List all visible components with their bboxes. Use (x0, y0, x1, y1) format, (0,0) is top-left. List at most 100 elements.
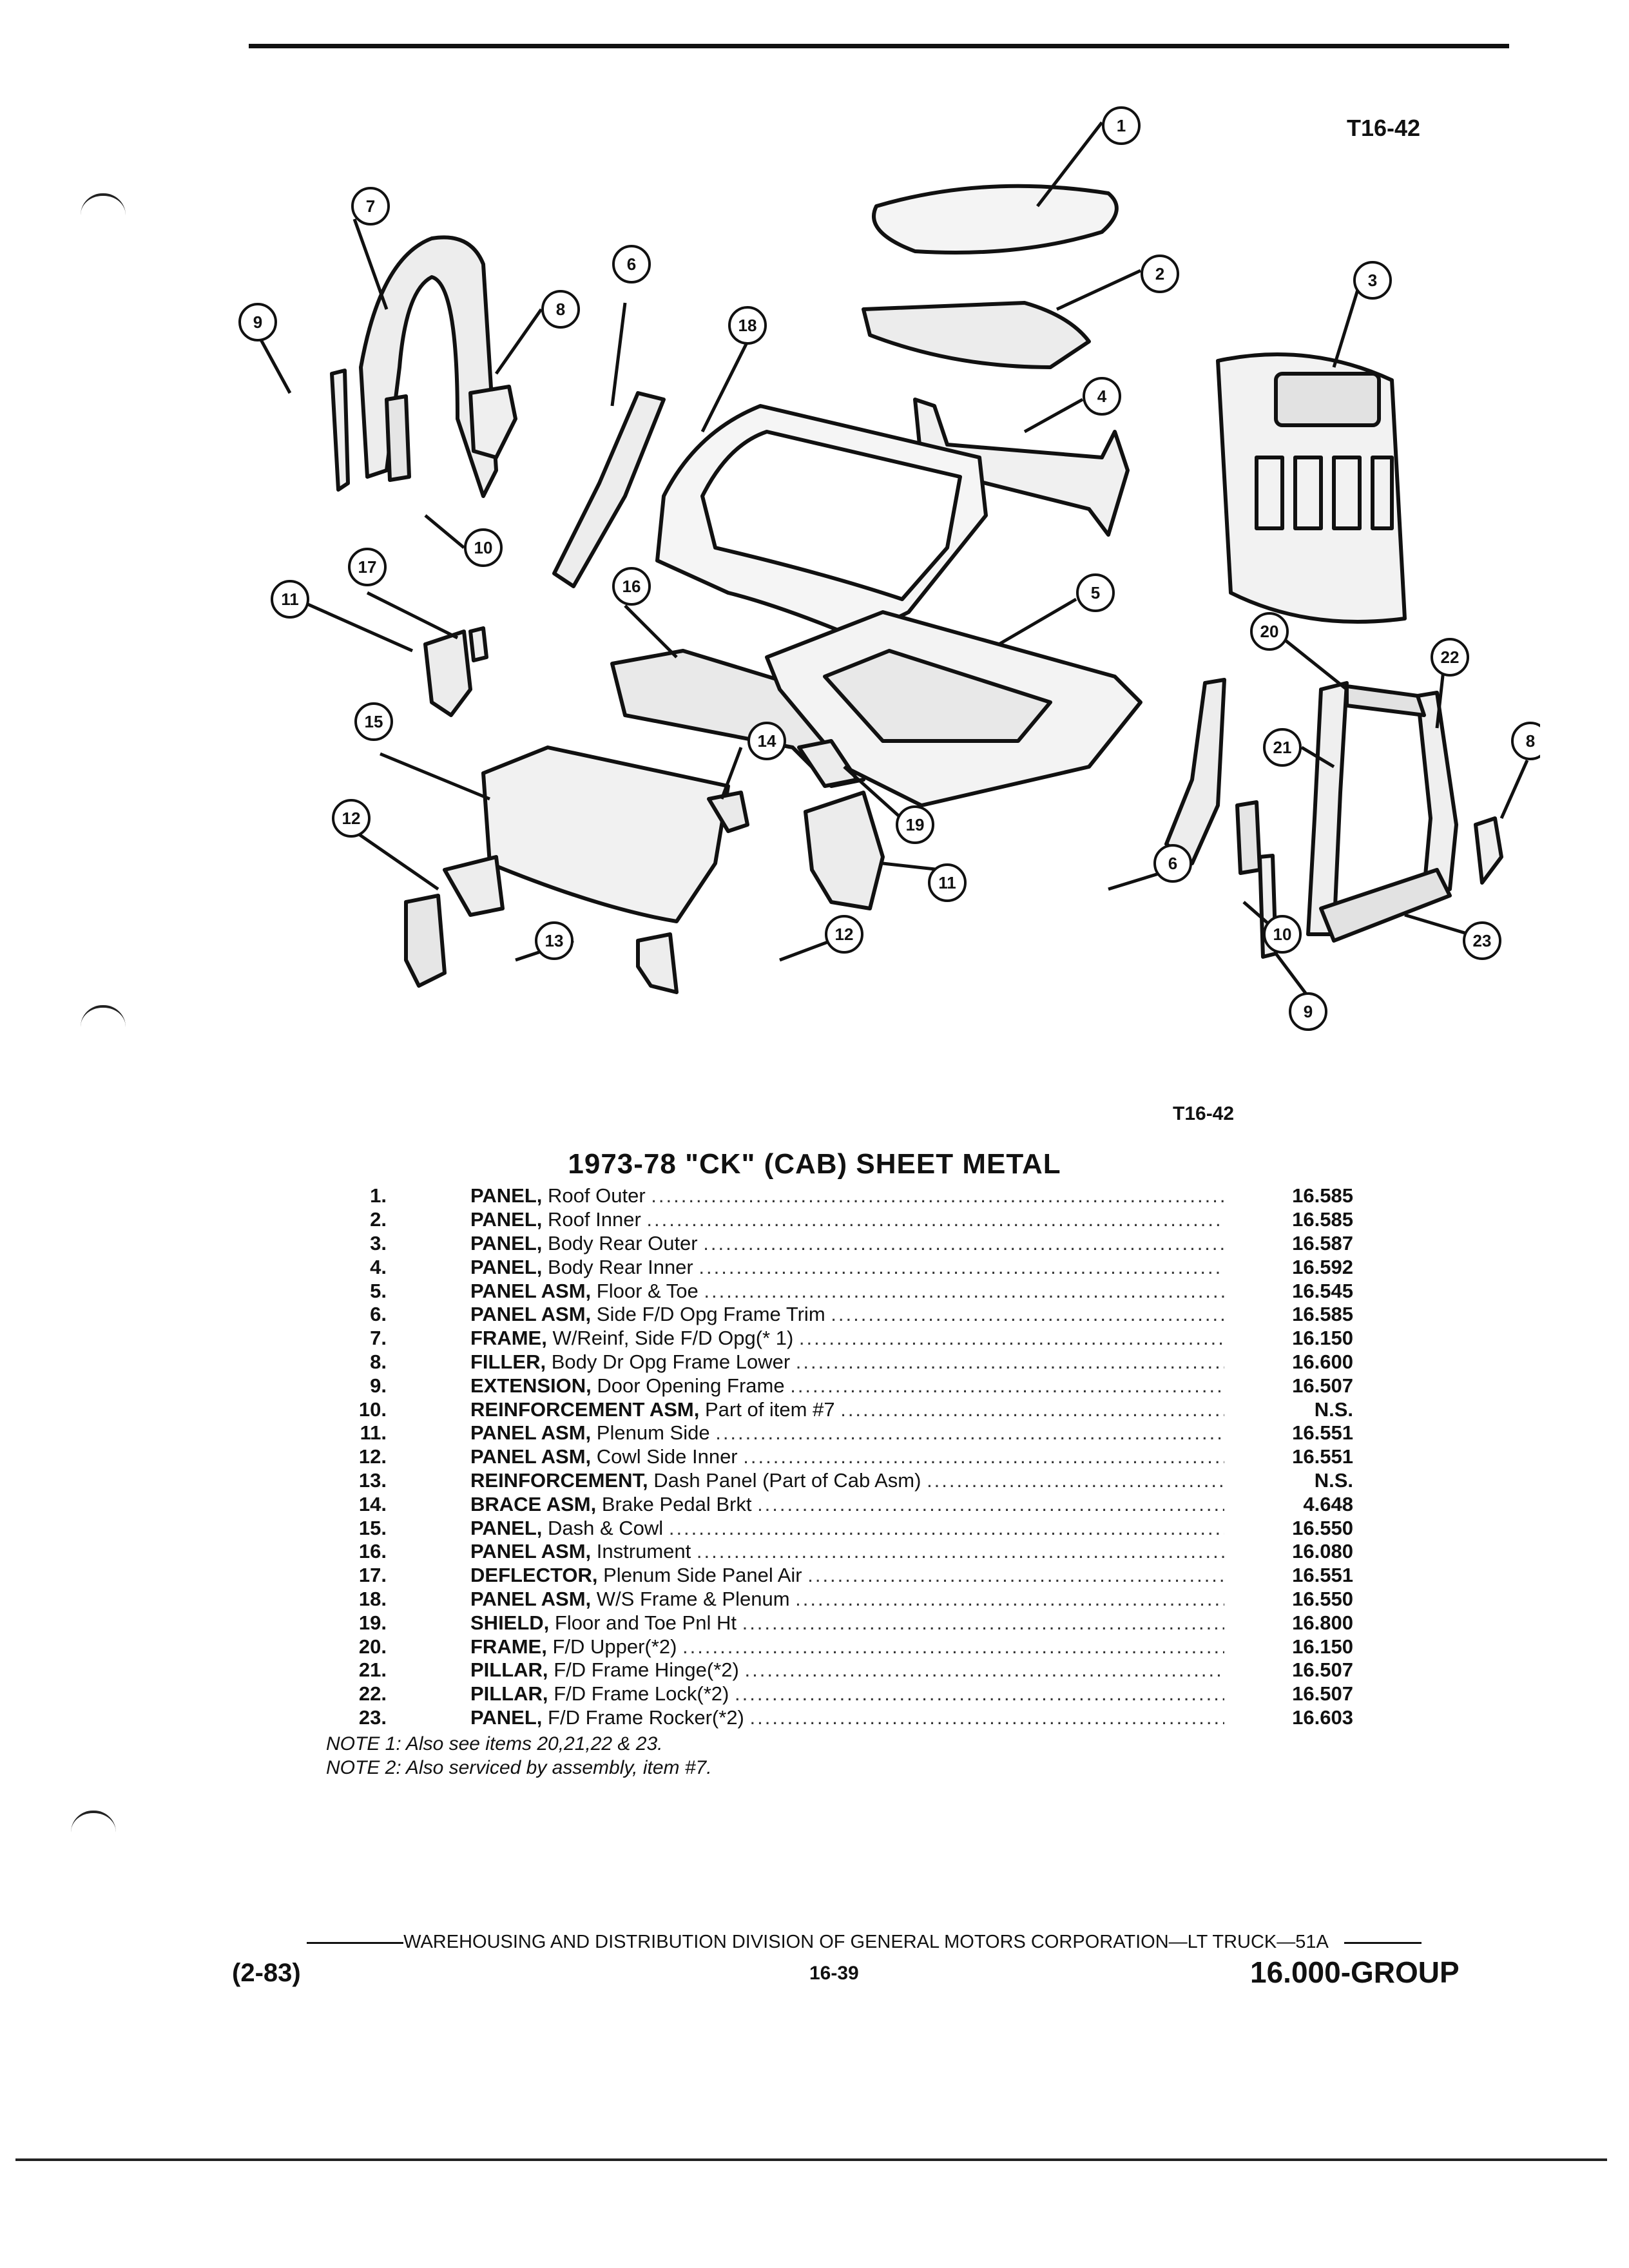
binder-hole-mark (81, 1005, 126, 1027)
part-row: 12. PANEL ASM, Cowl Side Inner ..........… (335, 1445, 1360, 1469)
part-detail: W/Reinf, Side F/D Opg(* 1) (552, 1327, 794, 1350)
part-description: FRAME, F/D Upper(*2) ...................… (470, 1635, 1224, 1658)
part-name: SHIELD, (470, 1611, 550, 1634)
part-description: REINFORCEMENT, Dash Panel (Part of Cab A… (470, 1469, 1224, 1492)
part-name: PANEL ASM, (470, 1421, 592, 1445)
part-number: 12. (358, 1445, 387, 1468)
part-reference: 16.080 (1292, 1540, 1353, 1563)
part-reference: 16.585 (1292, 1208, 1353, 1231)
part-detail: Roof Outer (548, 1184, 646, 1207)
svg-text:14: 14 (758, 731, 776, 751)
callout-19 (896, 805, 934, 844)
part-row: 8.FILLER, Body Dr Opg Frame Lower ......… (335, 1350, 1360, 1374)
part-name: DEFLECTOR, (470, 1564, 598, 1587)
callout-16 (612, 567, 651, 606)
part-reference: 16.550 (1292, 1587, 1353, 1610)
part-row: 23.PANEL, F/D Frame Rocker(*2) .........… (335, 1706, 1360, 1730)
part-description: PANEL, Roof Inner ......................… (470, 1208, 1224, 1231)
callout-6b (1153, 844, 1192, 883)
svg-text:21: 21 (1273, 738, 1292, 757)
part-number: 5. (370, 1279, 387, 1302)
svg-text:16: 16 (622, 577, 641, 596)
part-reference: 16.507 (1292, 1374, 1353, 1397)
svg-text:15: 15 (365, 712, 383, 731)
part-row: 21.PILLAR, F/D Frame Hinge(*2) .........… (335, 1658, 1360, 1682)
part-reference: 16.600 (1292, 1350, 1353, 1373)
svg-text:6: 6 (627, 255, 636, 274)
part-reinforcement-left (385, 394, 411, 482)
part-description: PILLAR, F/D Frame Lock(*2) .............… (470, 1682, 1224, 1706)
part-name: PANEL ASM, (470, 1445, 592, 1468)
part-row: 3.PANEL, Body Rear Outer ...............… (335, 1232, 1360, 1256)
part-description: PANEL ASM, Instrument ..................… (470, 1540, 1224, 1563)
part-name: FRAME, (470, 1635, 547, 1658)
part-number: 3. (370, 1231, 387, 1254)
part-row: 2.PANEL, Roof Inner ....................… (335, 1208, 1360, 1232)
part-number: 1. (370, 1184, 387, 1207)
part-description: PANEL ASM, Cowl Side Inner .............… (470, 1445, 1224, 1468)
part-reference: N.S. (1314, 1398, 1353, 1421)
note-1: NOTE 1: Also see items 20,21,22 & 23. (326, 1733, 663, 1754)
part-number: 17. (358, 1564, 387, 1587)
callout-23 (1463, 921, 1501, 960)
footer-division-line: WAREHOUSING AND DISTRIBUTION DIVISION OF… (249, 1932, 1480, 1953)
callout-22 (1431, 638, 1469, 677)
callout-1 (1102, 106, 1141, 145)
svg-text:9: 9 (253, 312, 262, 332)
svg-text:10: 10 (1273, 925, 1292, 944)
part-frame-upper (1345, 684, 1426, 717)
parts-list: 1. PANEL, Roof Outer ....................… (335, 1184, 1360, 1729)
part-description: BRACE ASM, Brake Pedal Brkt ............… (470, 1493, 1224, 1516)
part-detail: Plenum Side (596, 1421, 710, 1445)
svg-text:12: 12 (835, 925, 854, 944)
part-plenum-side-center (804, 791, 885, 910)
callout-6 (612, 245, 651, 284)
part-number: 7. (370, 1327, 387, 1350)
part-side-trim-right (1164, 678, 1226, 865)
part-row: 7.FRAME, W/Reinf, Side F/D Opg(* 1) ....… (335, 1327, 1360, 1350)
part-number: 16. (358, 1540, 387, 1563)
part-name: PANEL, (470, 1255, 543, 1278)
part-description: PILLAR, F/D Frame Hinge(*2) ............… (470, 1658, 1224, 1682)
figure-code-top: T16-42 (1347, 115, 1421, 141)
part-detail: Body Rear Inner (548, 1255, 693, 1278)
callout-15 (354, 702, 393, 741)
leader-dots: ........................................… (798, 1327, 1224, 1350)
binder-hole-mark (71, 1811, 116, 1832)
part-reinforcement-right (1235, 800, 1262, 875)
part-detail: W/S Frame & Plenum (596, 1587, 790, 1610)
part-deflector (468, 626, 488, 662)
part-detail: Roof Inner (548, 1208, 641, 1231)
svg-text:9: 9 (1304, 1002, 1313, 1021)
leader-dots: ........................................… (646, 1208, 1224, 1231)
part-name: FILLER, (470, 1350, 546, 1373)
part-description: REINFORCEMENT ASM, Part of item #7 .....… (470, 1398, 1224, 1421)
callout-11b (928, 863, 967, 902)
part-lock-pillar (1416, 691, 1458, 891)
footer-date-code: (2-83) (232, 1959, 301, 1987)
part-filler-right (1474, 816, 1503, 885)
part-detail: F/D Frame Lock(*2) (554, 1682, 729, 1706)
leader-dots: ........................................… (668, 1516, 1224, 1539)
callout-17 (348, 548, 387, 586)
part-name: EXTENSION, (470, 1374, 592, 1397)
part-detail: F/D Upper(*2) (552, 1635, 677, 1658)
part-detail: F/D Frame Rocker(*2) (548, 1706, 744, 1729)
leader-dots: ........................................… (742, 1611, 1224, 1634)
callout-9b (1289, 992, 1327, 1031)
svg-text:18: 18 (738, 316, 757, 335)
part-reference: 16.585 (1292, 1303, 1353, 1326)
part-row: 16. PANEL ASM, Instrument ...............… (335, 1540, 1360, 1564)
part-name: PANEL ASM, (470, 1279, 592, 1302)
part-detail: Plenum Side Panel Air (603, 1564, 802, 1587)
part-reference: 16.592 (1292, 1255, 1353, 1278)
part-row: 15.PANEL, Dash & Cowl ..................… (335, 1516, 1360, 1540)
bottom-rule (15, 2158, 1607, 2161)
part-name: PILLAR, (470, 1658, 548, 1682)
footer-page-number: 16-39 (809, 1963, 859, 1984)
callout-21 (1263, 728, 1302, 767)
part-number: 22. (358, 1682, 387, 1706)
leader-dots: ........................................… (715, 1421, 1224, 1445)
part-detail: Part of item #7 (704, 1398, 835, 1421)
part-row: 9.EXTENSION, Door Opening Frame ........… (335, 1374, 1360, 1398)
